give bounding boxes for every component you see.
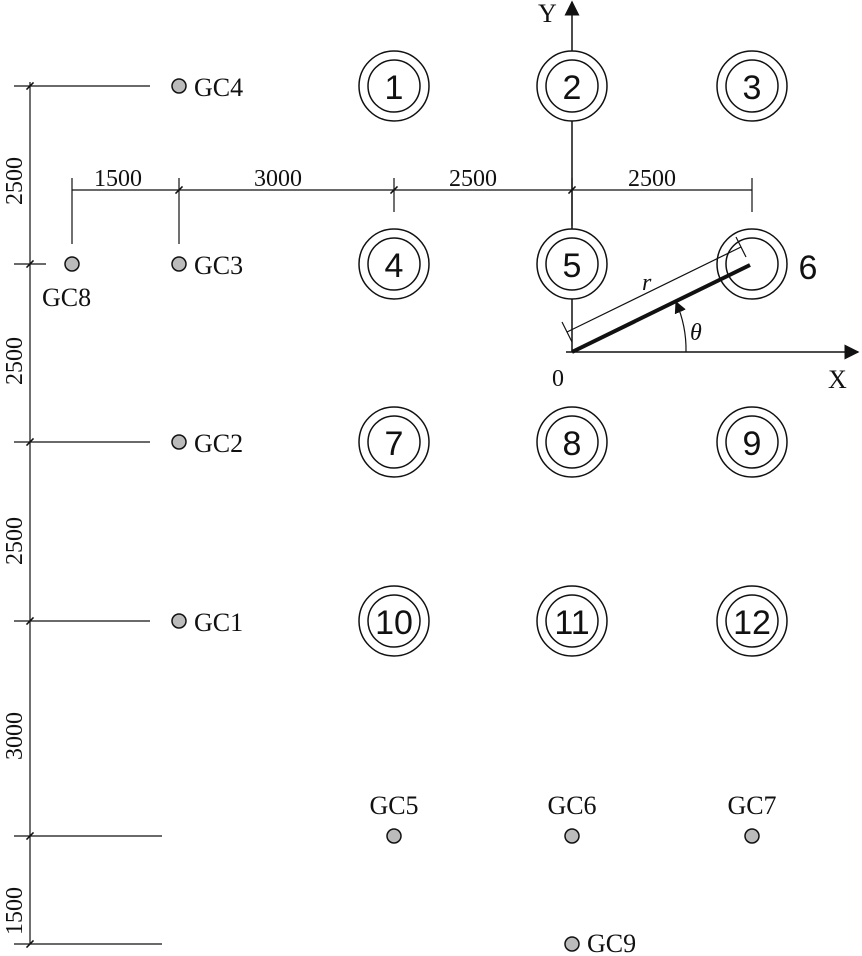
pile-label: 3 bbox=[743, 69, 762, 107]
pile-label: 9 bbox=[743, 425, 762, 463]
gauge-label: GC4 bbox=[194, 73, 243, 102]
gauge-label: GC9 bbox=[587, 929, 636, 956]
pile-8: 8 bbox=[536, 406, 608, 478]
dim-top-2: 3000 bbox=[254, 166, 302, 192]
dim-left-2: 2500 bbox=[2, 337, 28, 385]
pile-3: 3 bbox=[716, 50, 788, 122]
pile-label: 1 bbox=[385, 69, 404, 107]
pile-12: 12 bbox=[716, 585, 788, 657]
origin-label: 0 bbox=[552, 366, 564, 392]
gauge-label: GC7 bbox=[727, 791, 776, 820]
gauge-label: GC2 bbox=[194, 429, 243, 458]
dim-left-1: 2500 bbox=[2, 157, 28, 205]
gauge-marker-icon bbox=[564, 936, 580, 952]
dim-left-5: 1500 bbox=[2, 887, 28, 935]
top-dimension-chain bbox=[71, 178, 753, 244]
gauge-label: GC3 bbox=[194, 251, 243, 280]
gauge-gc3: GC3 bbox=[171, 251, 243, 280]
x-axis-label: X bbox=[828, 365, 847, 394]
gauge-gc2: GC2 bbox=[171, 429, 243, 458]
dim-top-4: 2500 bbox=[628, 166, 676, 192]
gauge-gc9: GC9 bbox=[564, 929, 636, 956]
dim-left-4: 3000 bbox=[2, 712, 28, 760]
radius-dim-tick-start bbox=[561, 321, 573, 343]
pile-10: 10 bbox=[358, 585, 430, 657]
pile-6: 6 bbox=[716, 228, 818, 300]
angle-label: θ bbox=[690, 320, 702, 346]
left-dimension-chain bbox=[14, 81, 162, 949]
gauge-marker-icon bbox=[564, 828, 580, 844]
gauge-marker-icon bbox=[171, 78, 187, 94]
gauge-marker-icon bbox=[171, 613, 187, 629]
pile-label: 7 bbox=[385, 425, 404, 463]
pile-2: 2 bbox=[536, 50, 608, 122]
pile-label: 4 bbox=[385, 247, 404, 285]
pile-5: 5 bbox=[536, 228, 608, 300]
pile-7: 7 bbox=[358, 406, 430, 478]
gauge-gc6: GC6 bbox=[547, 791, 597, 844]
dim-top-1: 1500 bbox=[94, 166, 142, 192]
radius-label: r bbox=[642, 270, 652, 296]
gauge-marker-icon bbox=[171, 256, 187, 272]
gauge-gc1: GC1 bbox=[171, 608, 243, 637]
angle-arc bbox=[674, 300, 687, 353]
gauge-marker-icon bbox=[64, 256, 80, 272]
pile-label: 10 bbox=[375, 604, 413, 642]
pile-label: 11 bbox=[554, 604, 589, 642]
dim-left-3: 2500 bbox=[2, 517, 28, 565]
gauge-gc5: GC5 bbox=[369, 791, 419, 844]
gauge-marker-icon bbox=[744, 828, 760, 844]
gauge-label: GC6 bbox=[547, 791, 596, 820]
pile-label: 6 bbox=[799, 249, 818, 287]
pile-11: 11 bbox=[536, 585, 608, 657]
gauge-gc8: GC8 bbox=[42, 256, 91, 312]
pile-4: 4 bbox=[358, 228, 430, 300]
pile-1: 1 bbox=[358, 50, 430, 122]
gauge-label: GC8 bbox=[42, 283, 91, 312]
gauge-marker-icon bbox=[171, 434, 187, 450]
gauge-label: GC1 bbox=[194, 608, 243, 637]
gauge-marker-icon bbox=[386, 828, 402, 844]
gauge-gc4: GC4 bbox=[171, 73, 243, 102]
pile-label: 8 bbox=[563, 425, 582, 463]
y-axis-label: Y bbox=[538, 0, 557, 28]
gauge-label: GC5 bbox=[369, 791, 418, 820]
radius-dimension-line bbox=[566, 246, 742, 333]
pile-label: 5 bbox=[563, 247, 582, 285]
radius-dim-tick-end bbox=[735, 236, 747, 258]
dim-top-3: 2500 bbox=[449, 166, 497, 192]
pile-label: 12 bbox=[733, 604, 771, 642]
pile-label: 2 bbox=[563, 69, 582, 107]
pile-9: 9 bbox=[716, 406, 788, 478]
gauge-gc7: GC7 bbox=[727, 791, 777, 844]
